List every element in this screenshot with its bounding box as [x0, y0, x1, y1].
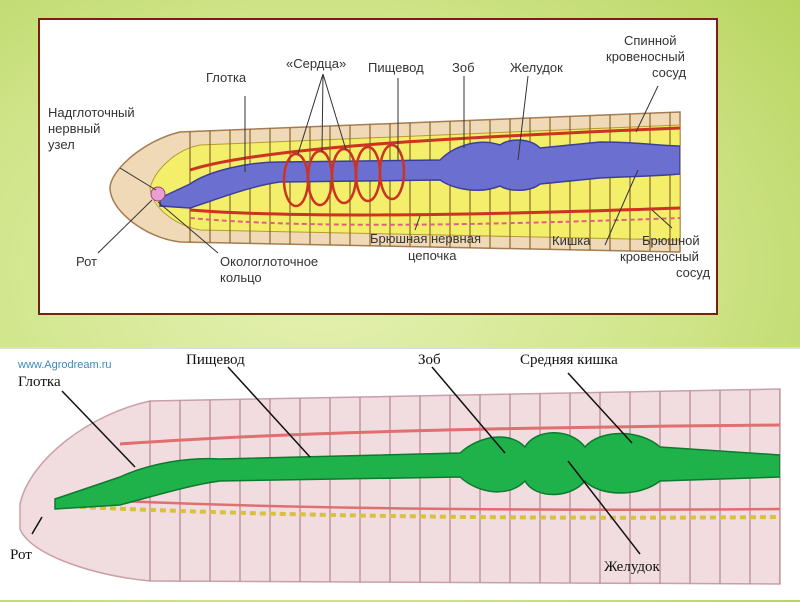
label-supraesophageal-ganglion-3: узел [48, 137, 75, 152]
dorsal-vessel-top [189, 126, 680, 172]
leader-lines-bottom [31, 366, 641, 555]
label-pharynx-bottom: Глотка [18, 374, 61, 390]
earthworm-digestive-diagram-bottom: www.Agrodream.ru Глотка Пищевод Зоб Сред… [10, 352, 781, 585]
earthworm-anatomy-diagram-top: Надглоточный нервный узел Глотка «Сердца… [48, 33, 710, 285]
bottom-diagram-panel: www.Agrodream.ru Глотка Пищевод Зоб Сред… [0, 347, 800, 600]
label-esophagus-bottom: Пищевод [186, 352, 245, 368]
label-nerve-chain-1: Брюшная нервная [370, 231, 481, 246]
labels-bottom: www.Agrodream.ru Глотка Пищевод Зоб Сред… [10, 352, 661, 575]
hearts-top [282, 143, 406, 208]
segment-septa-top [189, 112, 671, 252]
ventral-vessel-bottom [119, 499, 780, 511]
label-midgut-bottom: Средняя кишка [520, 352, 618, 368]
label-supraesophageal-ganglion-1: Надглоточный [48, 105, 135, 120]
label-stomach: Желудок [510, 60, 563, 75]
label-nerve-chain-2: цепочка [408, 248, 457, 263]
label-hearts: «Сердца» [286, 56, 346, 71]
label-supraesophageal-ganglion-2: нервный [48, 121, 100, 136]
label-esophagus: Пищевод [368, 60, 424, 75]
label-periesophageal-ring-2: кольцо [220, 270, 262, 285]
label-ventral-vessel-2: кровеносный [620, 249, 699, 264]
labels-top: Надглоточный нервный узел Глотка «Сердца… [48, 33, 710, 285]
gut-top [159, 139, 680, 209]
supraesophageal-ganglion [150, 186, 166, 202]
dorsal-vessel-bottom [119, 423, 780, 446]
watermark: www.Agrodream.ru [17, 359, 112, 371]
label-mouth: Рот [76, 254, 97, 269]
leader-lines-top [97, 73, 673, 254]
label-dorsal-vessel-1: Спинной [624, 33, 677, 48]
label-stomach-bottom: Желудок [604, 559, 661, 575]
label-intestine: Кишка [552, 233, 591, 248]
nerve-chain-bottom [79, 505, 780, 520]
label-dorsal-vessel-3: сосуд [652, 65, 686, 80]
label-ventral-vessel-1: Брюшной [642, 233, 700, 248]
gut-bottom [54, 432, 780, 510]
label-pharynx: Глотка [206, 70, 247, 85]
label-crop-bottom: Зоб [418, 352, 441, 368]
label-mouth-bottom: Рот [10, 547, 32, 563]
top-diagram-panel: Надглоточный нервный узел Глотка «Сердца… [38, 18, 718, 315]
ventral-nerve-chain-top [189, 217, 680, 226]
label-ventral-vessel-3: сосуд [676, 265, 710, 280]
label-crop: Зоб [452, 60, 475, 75]
label-periesophageal-ring-1: Окологлоточное [220, 254, 318, 269]
label-dorsal-vessel-2: кровеносный [606, 49, 685, 64]
ventral-vessel-top [189, 206, 680, 217]
